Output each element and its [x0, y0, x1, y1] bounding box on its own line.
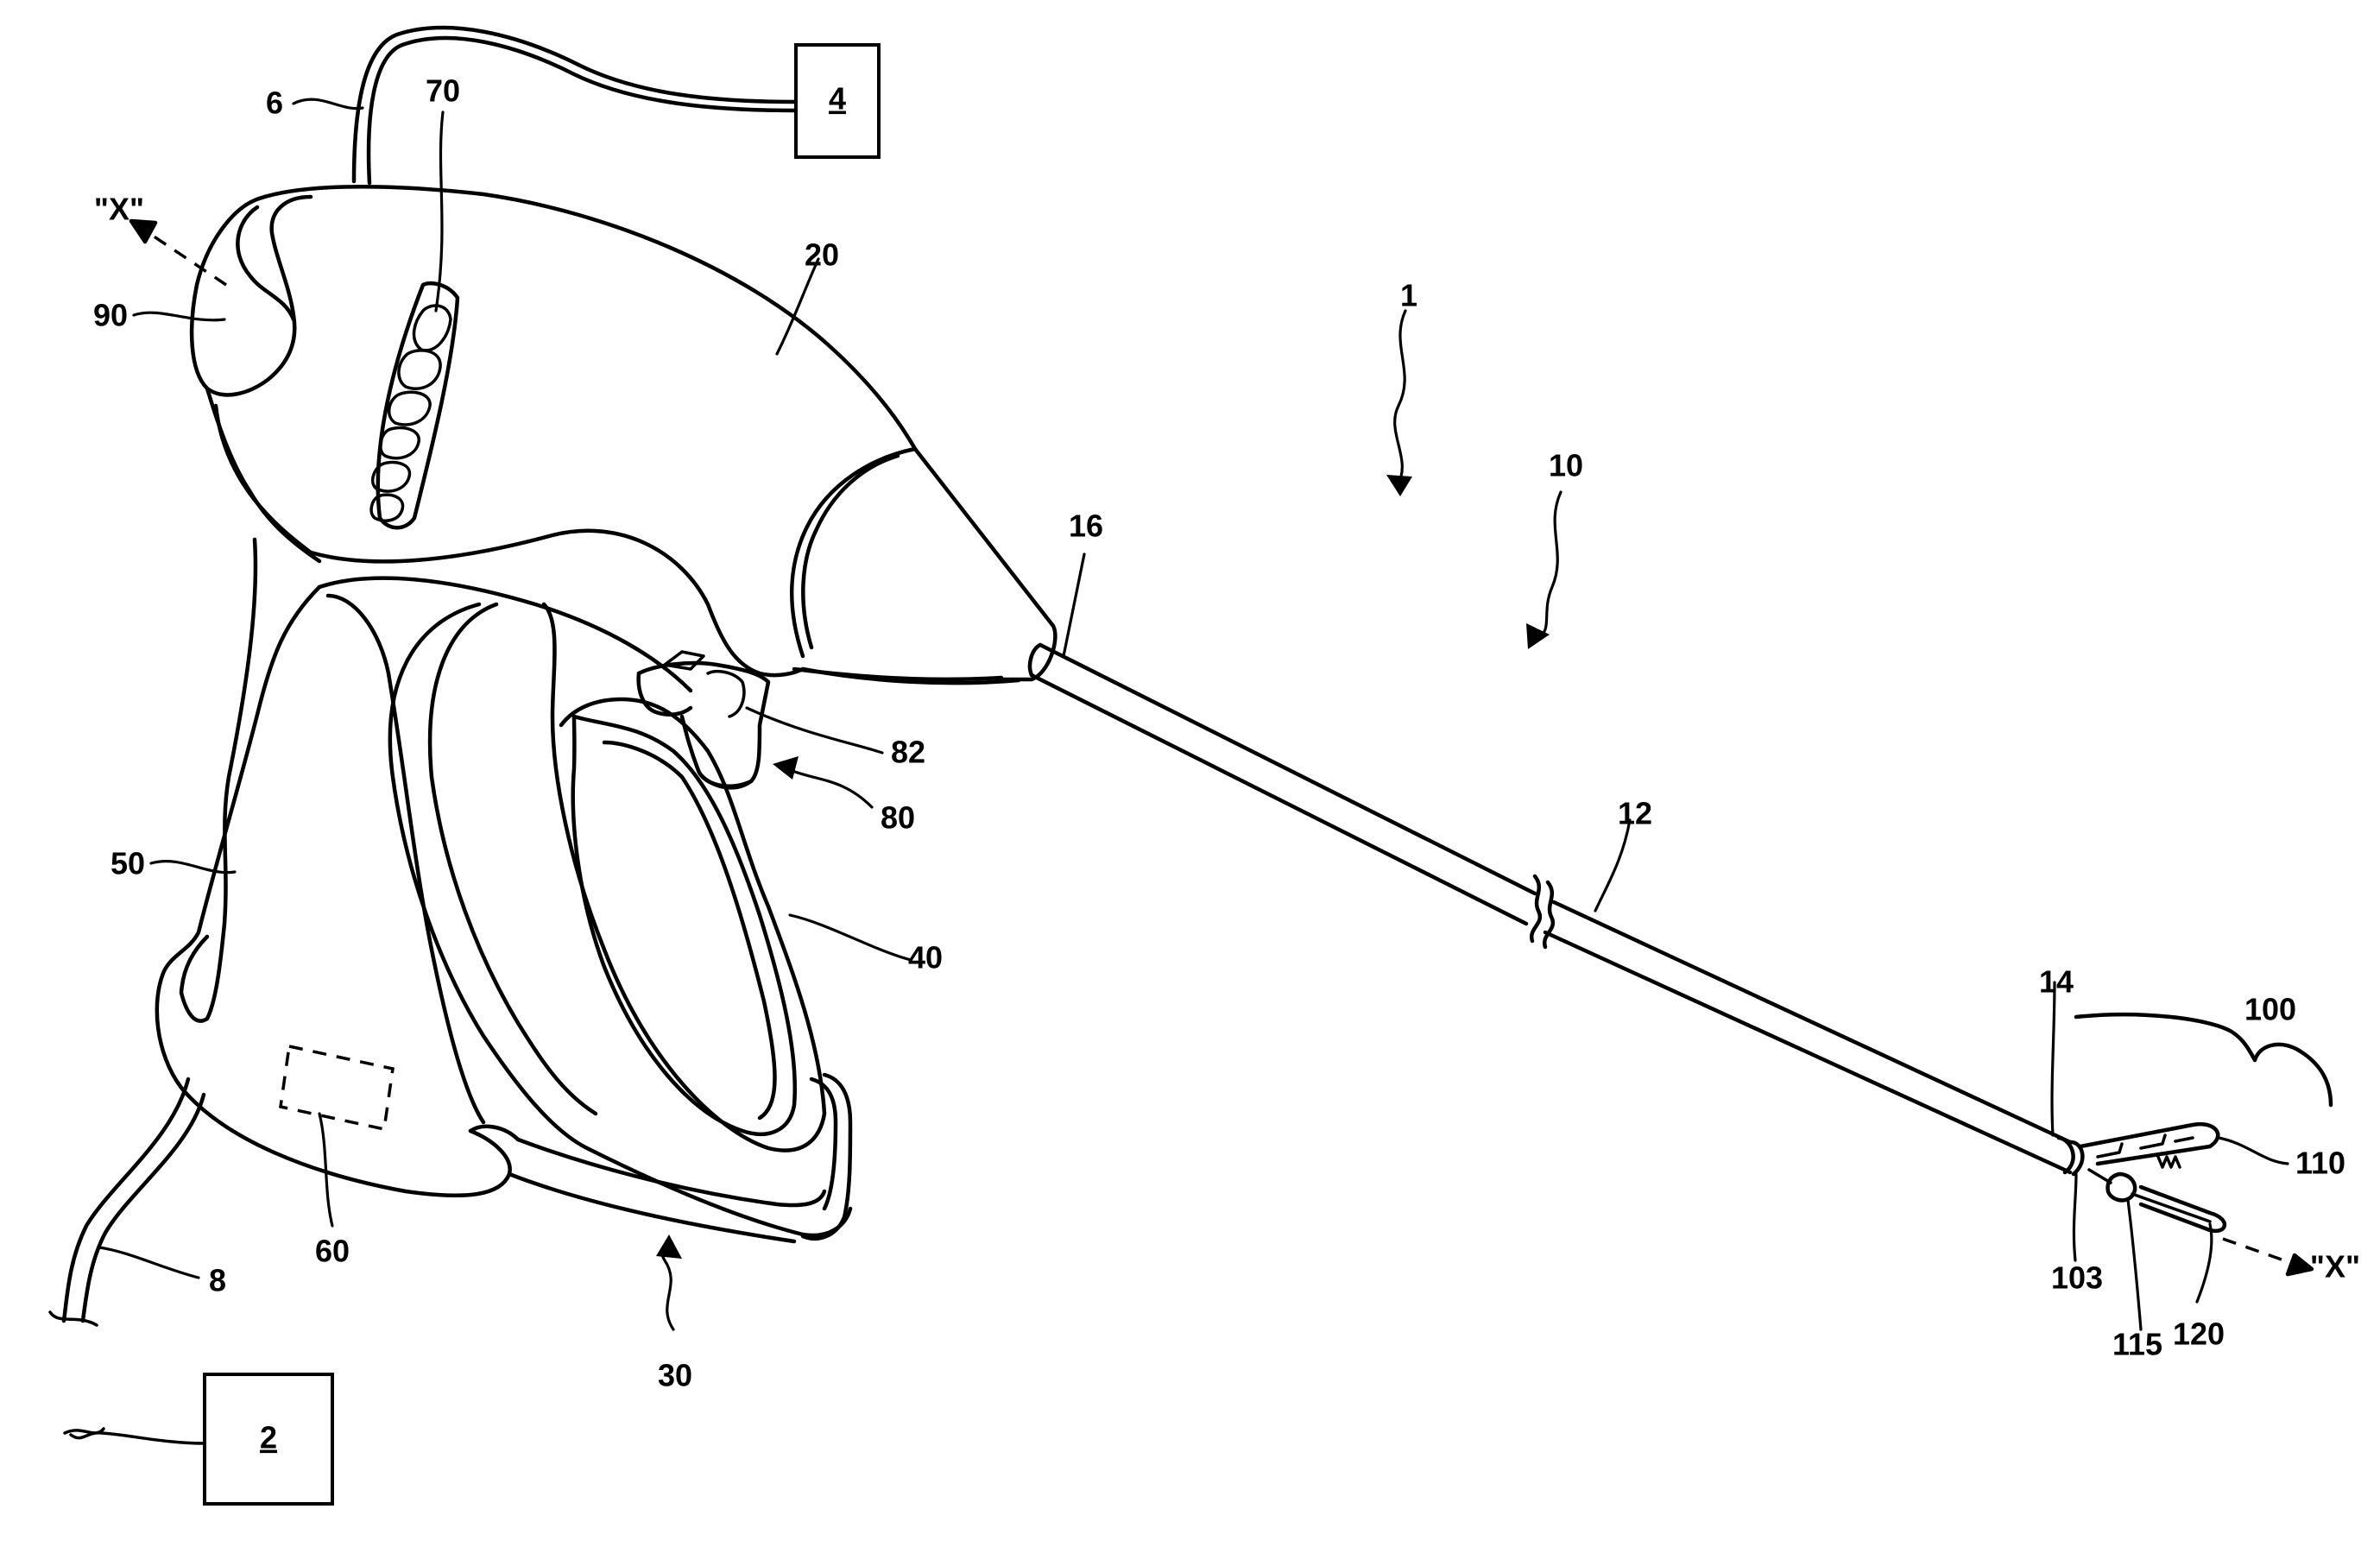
leader-shaft-proximal	[1064, 554, 1084, 656]
leader-shaft-distal	[2052, 982, 2055, 1135]
upper-cable	[354, 28, 796, 183]
reference-arrow-system	[1386, 311, 1412, 496]
leader-activation-switch	[436, 112, 443, 311]
generator-box: 2	[205, 1374, 332, 1504]
label-trigger: 82	[891, 735, 925, 770]
trigger-assembly	[639, 652, 768, 787]
leader-upper-jaw	[2219, 1138, 2288, 1164]
reference-arrow-elongated-assembly	[1526, 492, 1561, 649]
end-effector	[2080, 1124, 2225, 1231]
internal-component	[281, 1046, 393, 1129]
activation-switch	[371, 283, 458, 527]
generator-cable	[65, 1429, 205, 1443]
axis-x-left	[131, 221, 226, 285]
leader-cable-bottom	[99, 1247, 199, 1278]
leader-lower-jaw	[2197, 1224, 2212, 1302]
label-internal-component: 60	[315, 1234, 350, 1269]
label-elongated-assembly: 10	[1549, 448, 1583, 483]
label-lower-jaw: 120	[2173, 1317, 2225, 1352]
reference-arrow-handle-assembly	[656, 1234, 682, 1329]
leader-housing	[777, 259, 818, 354]
label-pivot: 103	[2051, 1260, 2103, 1296]
leader-shaft	[1595, 820, 1630, 911]
movable-handle	[390, 604, 850, 1241]
housing	[216, 186, 1001, 691]
leader-rotation-knob	[134, 313, 224, 320]
label-rotation-knob: 90	[93, 298, 128, 333]
leader-blade	[2128, 1200, 2141, 1329]
leader-cable-top	[294, 99, 363, 109]
shaft	[1030, 645, 2082, 1174]
label-cable-bottom: 8	[209, 1263, 226, 1298]
nose-cone	[792, 449, 1055, 683]
leader-pivot	[2074, 1174, 2076, 1260]
lower-cable	[50, 1079, 204, 1325]
label-fixed-handle: 50	[110, 846, 145, 881]
label-blade: 115	[2112, 1327, 2162, 1362]
label-shaft-proximal: 16	[1069, 508, 1103, 544]
axis-x-right	[2223, 1239, 2312, 1274]
label-trigger-assembly: 80	[881, 800, 915, 836]
label-axis-x-right: "X"	[2310, 1249, 2360, 1285]
label-movable-handle: 40	[908, 940, 943, 976]
source-box: 4	[796, 45, 879, 157]
leader-fixed-handle	[151, 862, 235, 873]
leader-trigger	[747, 708, 882, 753]
label-axis-x-left: "X"	[94, 192, 144, 227]
label-system: 1	[1400, 278, 1417, 313]
label-cable-top: 6	[266, 85, 283, 121]
reference-arrow-trigger-assembly	[773, 756, 872, 807]
label-shaft-distal: 14	[2039, 964, 2074, 1000]
label-generator: 2	[260, 1420, 277, 1455]
leader-movable-handle	[790, 915, 911, 960]
label-upper-jaw: 110	[2295, 1146, 2345, 1181]
end-effector-brace	[2076, 1014, 2331, 1105]
label-housing: 20	[805, 237, 839, 273]
label-handle-assembly: 30	[658, 1358, 692, 1393]
rotation-knob	[192, 197, 319, 561]
label-source: 4	[829, 81, 846, 117]
label-end-effector: 100	[2244, 992, 2296, 1027]
label-activation-switch: 70	[426, 73, 460, 109]
label-shaft: 12	[1618, 796, 1652, 831]
